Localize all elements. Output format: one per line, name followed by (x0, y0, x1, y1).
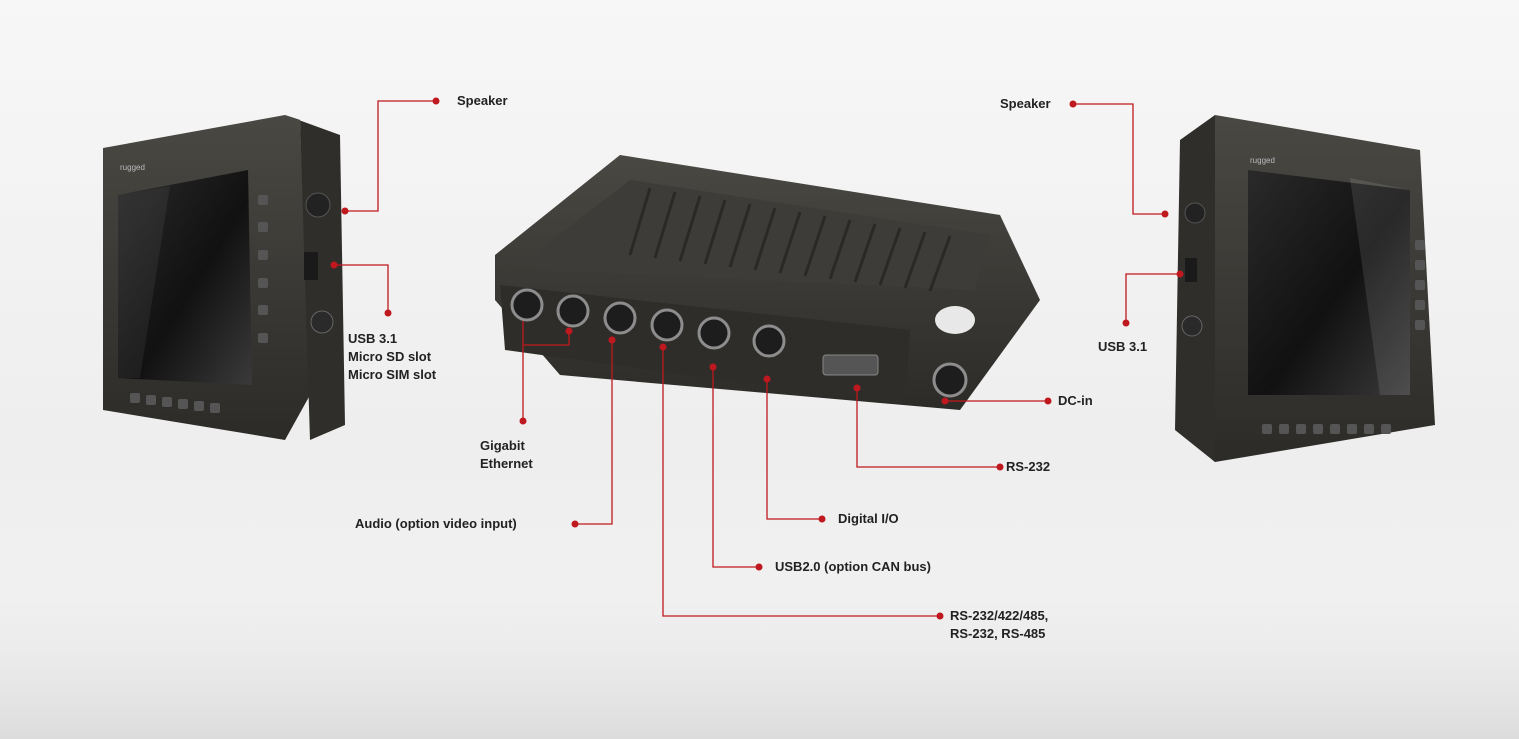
left-tablet: rugged (103, 115, 345, 440)
dot-audio-end (571, 520, 579, 528)
left-tablet-screen (118, 170, 252, 385)
label-gigabit-line2: Ethernet (480, 456, 533, 471)
connector-dc-in (932, 362, 968, 398)
label-speaker-left: Speaker (457, 93, 508, 108)
connector-rs-multi (650, 308, 684, 342)
floor-shadow (0, 580, 1519, 739)
center-box-computer (495, 155, 1040, 410)
label-usb-left-line1: USB 3.1 (348, 331, 398, 346)
dot-usb-left-start (330, 261, 338, 269)
connector-rs232-db9 (822, 354, 879, 376)
dot-rs232-start (853, 384, 861, 392)
dot-rs232-end (996, 463, 1004, 471)
label-dcin: DC-in (1058, 393, 1093, 408)
label-usb-right: USB 3.1 (1098, 339, 1148, 354)
leader-usb2 (712, 367, 759, 568)
callout-lines (330, 97, 1184, 620)
right-usb-port (1185, 258, 1197, 282)
label-usb2: USB2.0 (option CAN bus) (775, 559, 931, 574)
right-tablet: rugged (1175, 115, 1435, 462)
right-tablet-logo: rugged (1250, 156, 1275, 165)
left-usb-port (304, 252, 318, 280)
dot-speaker-left-end (432, 97, 440, 105)
leader-speaker-right (1073, 103, 1165, 215)
label-usb-left-line3: Micro SIM slot (348, 367, 437, 382)
connector-audio (603, 301, 637, 335)
label-usb-left: USB 3.1 Micro SD slot Micro SIM slot (348, 330, 436, 384)
right-tablet-screen (1248, 170, 1410, 395)
label-usb-left-line2: Micro SD slot (348, 349, 432, 364)
dot-dcin-start (941, 397, 949, 405)
right-side-connector (1181, 315, 1203, 337)
connector-gigabit-1 (510, 288, 544, 322)
leader-usb-right (1125, 273, 1180, 323)
dot-usb2-start (709, 363, 717, 371)
label-speaker-right: Speaker (1000, 96, 1051, 111)
dot-speaker-left-start (341, 207, 349, 215)
dot-audio-start (608, 336, 616, 344)
left-screen-glare (118, 186, 170, 378)
leader-rs232 (856, 388, 1000, 468)
left-tablet-logo: rugged (120, 163, 145, 172)
right-tablet-side (1175, 115, 1215, 462)
dot-usb-right-start (1176, 270, 1184, 278)
dot-usb2-end (755, 563, 763, 571)
leader-usb-left (334, 264, 389, 313)
left-side-connector (310, 310, 334, 334)
connector-gigabit-2 (556, 294, 590, 328)
label-rs-multi: RS-232/422/485, RS-232, RS-485 (950, 607, 1048, 643)
label-rs-multi-line1: RS-232/422/485, (950, 608, 1049, 623)
dot-gigabit-end (519, 417, 527, 425)
leader-audio (575, 340, 613, 525)
left-speaker-grille (305, 192, 331, 218)
leader-rs-multi (662, 347, 940, 617)
dot-gigabit-2-start (565, 327, 573, 335)
label-gigabit: Gigabit Ethernet (480, 437, 533, 473)
leader-gigabit-2 (523, 331, 570, 346)
dot-speaker-right-end (1161, 210, 1169, 218)
connector-digital-io (752, 324, 786, 358)
label-rs232: RS-232 (1006, 459, 1051, 474)
dot-dcin-end (1044, 397, 1052, 405)
dot-rs-multi-end (936, 612, 944, 620)
label-gigabit-line1: Gigabit (480, 438, 525, 453)
leader-speaker-left (345, 100, 436, 212)
label-audio: Audio (option video input) (355, 516, 517, 531)
label-rs-multi-line2: RS-232, RS-485 (950, 626, 1046, 641)
right-screen-glare (1350, 178, 1410, 395)
dot-digital-io-start (763, 375, 771, 383)
dot-rs-multi-start (659, 343, 667, 351)
label-digital-io: Digital I/O (838, 511, 899, 526)
leader-digital-io (766, 379, 822, 520)
connector-usb2 (697, 316, 731, 350)
center-vent-cap (935, 306, 975, 334)
dot-usb-right-end (1122, 319, 1130, 327)
dot-digital-io-end (818, 515, 826, 523)
right-speaker-grille (1184, 202, 1206, 224)
dot-speaker-right-start (1069, 100, 1077, 108)
dot-usb-left-end (384, 309, 392, 317)
